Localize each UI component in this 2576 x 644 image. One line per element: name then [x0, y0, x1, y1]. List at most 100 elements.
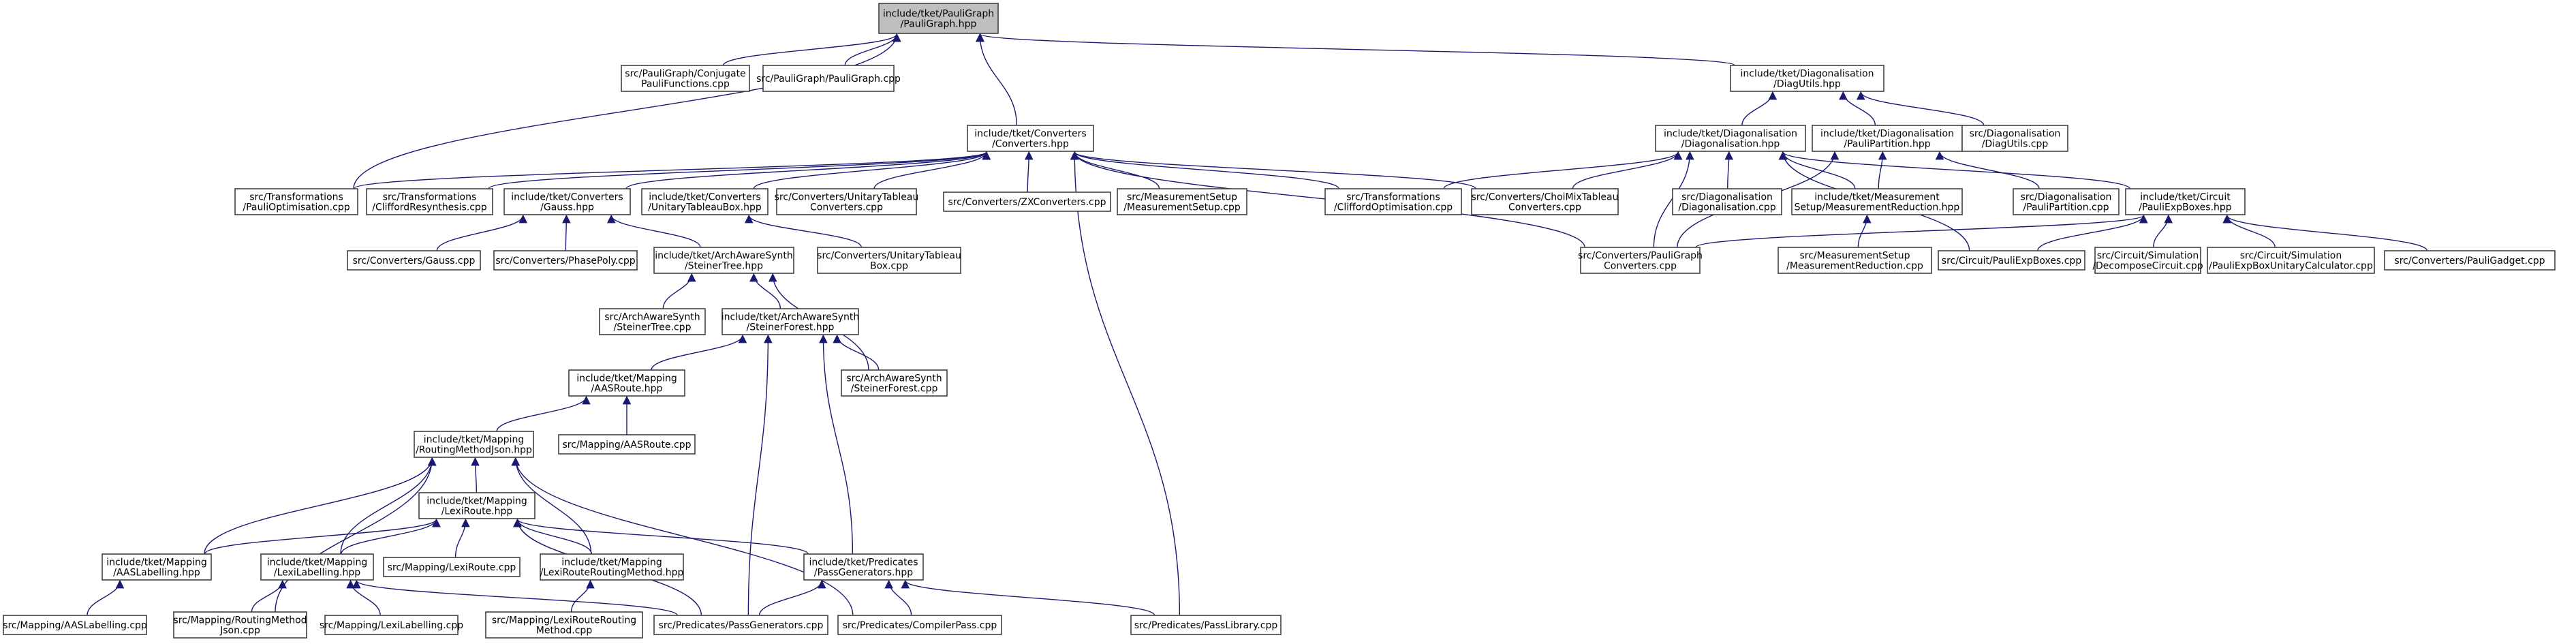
graph-node-include-tket-mapping-aasroute-hpp[interactable]: include/tket/Mapping/AASRoute.hpp	[568, 369, 685, 397]
graph-node-src-mapping-routingmethodjson-cpp[interactable]: src/Mapping/RoutingMethodJson.cpp	[173, 611, 307, 639]
edge-arrow-path	[749, 273, 781, 309]
dependency-edge	[976, 33, 1735, 66]
graph-node-include-tket-archawaresynth-steinertree-hpp[interactable]: include/tket/ArchAwareSynth/SteinerTree.…	[653, 247, 794, 274]
graph-node-src-transformations-paulioptimisation-cpp[interactable]: src/Transformations/PauliOptimisation.cp…	[234, 188, 358, 215]
dependency-edge	[1935, 151, 2040, 189]
graph-node-include-tket-converters-converters-hpp[interactable]: include/tket/Converters/Converters.hpp	[967, 125, 1094, 152]
graph-node-include-tket-measurementsetup-measurementreduction-hpp[interactable]: include/tket/MeasurementSetup/Measuremen…	[1791, 188, 1963, 215]
graph-node-include-tket-converters-gauss-hpp[interactable]: include/tket/Converters/Gauss.hpp	[503, 188, 631, 215]
node-label-line: /PauliGraph.hpp	[901, 19, 977, 30]
edge-arrow-path	[352, 579, 678, 616]
node-label-line: /Diagonalisation.cpp	[1678, 202, 1775, 213]
graph-node-include-tket-mapping-routingmethodjson-hpp[interactable]: include/tket/Mapping/RoutingMethodJson.h…	[414, 431, 534, 458]
graph-node-include-tket-archawaresynth-steinerforest-hpp[interactable]: include/tket/ArchAwareSynth/SteinerFores…	[721, 308, 859, 335]
graph-node-include-tket-diagonalisation-paulipartition-hpp[interactable]: include/tket/Diagonalisation/PauliPartit…	[1812, 125, 1963, 152]
edge-arrow-path	[353, 151, 991, 189]
edge-arrow-path	[511, 457, 854, 616]
graph-node-src-mapping-aasroute-cpp[interactable]: src/Mapping/AASRoute.cpp	[558, 434, 696, 455]
graph-node-include-tket-mapping-aaslabelling-hpp[interactable]: include/tket/Mapping/AASLabelling.hpp	[102, 553, 212, 581]
graph-node-include-tket-mapping-lexirouteroutingmethod-hpp[interactable]: include/tket/Mapping/LexiRouteRoutingMet…	[540, 553, 684, 581]
node-label-line: /UnitaryTableauBox.hpp	[648, 202, 762, 213]
dependency-edge	[1878, 151, 1887, 189]
node-label-line: /PauliPartition.hpp	[1844, 139, 1930, 150]
edge-arrow-path	[1443, 151, 1683, 189]
graph-node-include-tket-converters-unitarytableaubox-hpp[interactable]: include/tket/Converters/UnitaryTableauBo…	[641, 188, 769, 215]
graph-node-src-transformations-cliffordoptimisation-cpp[interactable]: src/Transformations/CliffordOptimisation…	[1324, 188, 1462, 215]
graph-node-src-diagonalisation-paulipartition-cpp[interactable]: src/Diagonalisation/PauliPartition.cpp	[2013, 188, 2120, 215]
graph-node-src-mapping-aaslabelling-cpp[interactable]: src/Mapping/AASLabelling.cpp	[3, 615, 147, 635]
graph-node-src-converters-gauss-cpp[interactable]: src/Converters/Gauss.cpp	[347, 250, 481, 271]
node-label-line: src/Predicates/PassGenerators.cpp	[659, 620, 824, 631]
node-label-line: /MeasurementSetup.cpp	[1123, 202, 1241, 213]
dependency-edge	[1695, 214, 2148, 248]
graph-node-src-converters-unitarytableauconverters-cpp[interactable]: src/Converters/UnitaryTableauConverters.…	[775, 188, 919, 215]
node-label-line: include/tket/Converters	[511, 192, 623, 203]
graph-node-src-pauligraph-conjugatepaulifunctions-cpp[interactable]: src/PauliGraph/ConjugatePauliFunctions.c…	[621, 65, 750, 92]
node-box	[1471, 188, 1619, 215]
edge-arrow-path	[1857, 91, 1985, 126]
graph-node-src-converters-pauligadget-cpp[interactable]: src/Converters/PauliGadget.cpp	[2384, 250, 2556, 271]
node-label-line: /SteinerForest.cpp	[851, 384, 938, 395]
node-label-line: Setup/MeasurementReduction.hpp	[1795, 202, 1960, 213]
graph-node-src-diagonalisation-diagutils-cpp[interactable]: src/Diagonalisation/DiagUtils.cpp	[1961, 125, 2068, 152]
graph-node-src-archawaresynth-steinerforest-cpp[interactable]: src/ArchAwareSynth/SteinerForest.cpp	[841, 369, 948, 397]
dependency-edge	[1070, 151, 1339, 189]
node-label-line: src/Diagonalisation	[2021, 192, 2112, 203]
edge-arrow-path	[2037, 214, 2148, 251]
graph-node-src-mapping-lexiroute-cpp[interactable]: src/Mapping/LexiRoute.cpp	[383, 557, 521, 577]
dependency-edge	[884, 579, 912, 616]
dependency-edge	[1778, 151, 1856, 189]
edge-arrow-path	[1653, 151, 1694, 248]
graph-node-src-pauligraph-pauligraph-cpp[interactable]: src/PauliGraph/PauliGraph.cpp	[756, 65, 901, 92]
node-box	[641, 188, 769, 215]
dependency-edge	[353, 33, 901, 189]
dependency-edge	[454, 518, 470, 558]
dependency-edge	[975, 33, 1017, 126]
node-label-line: /SteinerTree.hpp	[685, 261, 763, 272]
node-label-line: src/Circuit/Simulation	[2097, 251, 2199, 262]
graph-node-src-mapping-lexirouteroutingmethod-cpp[interactable]: src/Mapping/LexiRouteRoutingMethod.cpp	[485, 611, 643, 639]
node-label-line: /LexiRouteRoutingMethod.hpp	[540, 568, 684, 579]
graph-node-include-tket-circuit-pauliexpboxes-hpp[interactable]: include/tket/Circuit/PauliExpBoxes.hpp	[2125, 188, 2246, 215]
graph-node-src-converters-unitarytableaubox-cpp[interactable]: src/Converters/UnitaryTableauBox.cpp	[817, 247, 961, 274]
graph-node-src-converters-phasepoly-cpp[interactable]: src/Converters/PhasePoly.cpp	[493, 250, 638, 271]
graph-node-src-converters-zxconverters-cpp[interactable]: src/Converters/ZXConverters.cpp	[943, 191, 1111, 212]
graph-node-include-tket-mapping-lexiroute-hpp[interactable]: include/tket/Mapping/LexiRoute.hpp	[418, 492, 536, 519]
node-box	[503, 188, 631, 215]
graph-node-src-predicates-passgenerators-cpp[interactable]: src/Predicates/PassGenerators.cpp	[653, 615, 828, 635]
node-label-line: /LexiLabelling.hpp	[274, 568, 360, 579]
node-label-line: Converters.cpp	[810, 202, 883, 213]
graph-node-src-converters-choimixtableauconverters-cpp[interactable]: src/Converters/ChoiMixTableauConverters.…	[1471, 188, 1619, 215]
graph-node-src-predicates-passlibrary-cpp[interactable]: src/Predicates/PassLibrary.cpp	[1130, 615, 1282, 635]
edge-arrow-path	[353, 33, 901, 189]
dependency-edge	[562, 214, 571, 251]
graph-node-src-circuit-pauliexpboxes-cpp[interactable]: src/Circuit/PauliExpBoxes.cpp	[1938, 250, 2085, 271]
graph-node-include-tket-pauligraph-pauligraph-hpp[interactable]: include/tket/PauliGraph/PauliGraph.hpp	[878, 3, 999, 34]
node-box	[599, 308, 706, 335]
graph-node-include-tket-mapping-lexilabelling-hpp[interactable]: include/tket/Mapping/LexiLabelling.hpp	[260, 553, 374, 581]
edge-arrow-path	[758, 579, 826, 616]
graph-node-src-mapping-lexilabelling-cpp[interactable]: src/Mapping/LexiLabelling.cpp	[320, 615, 463, 635]
edge-arrow-path	[745, 214, 863, 248]
graph-node-include-tket-diagonalisation-diagonalisation-hpp[interactable]: include/tket/Diagonalisation/Diagonalisa…	[1655, 125, 1806, 152]
graph-node-src-diagonalisation-diagonalisation-cpp[interactable]: src/Diagonalisation/Diagonalisation.cpp	[1672, 188, 1782, 215]
dependency-edge	[87, 579, 125, 616]
graph-node-src-measurementsetup-measurementsetup-cpp[interactable]: src/MeasurementSetup/MeasurementSetup.cp…	[1117, 188, 1247, 215]
graph-node-src-circuit-simulation-pauliexpboxunitarycalculator-cpp[interactable]: src/Circuit/Simulation/PauliExpBoxUnitar…	[2207, 247, 2375, 274]
edge-arrow-path	[975, 33, 1017, 126]
node-label-line: src/Predicates/CompilerPass.cpp	[843, 620, 997, 631]
graph-node-src-circuit-simulation-decomposecircuit-cpp[interactable]: src/Circuit/Simulation/DecomposeCircuit.…	[2092, 247, 2203, 274]
graph-node-src-transformations-cliffordresynthesis-cpp[interactable]: src/Transformations/CliffordResynthesis.…	[366, 188, 493, 215]
graph-node-src-archawaresynth-steinertree-cpp[interactable]: src/ArchAwareSynth/SteinerTree.cpp	[599, 308, 706, 335]
dependency-edge	[204, 518, 441, 555]
node-label-line: /SteinerTree.cpp	[614, 322, 692, 333]
node-label-line: /PauliPartition.cpp	[2023, 202, 2109, 213]
graph-node-src-predicates-compilerpass-cpp[interactable]: src/Predicates/CompilerPass.cpp	[837, 615, 1002, 635]
graph-node-include-tket-predicates-passgenerators-hpp[interactable]: include/tket/Predicates/PassGenerators.h…	[803, 553, 924, 581]
node-label-line: src/Converters/PauliGadget.cpp	[2394, 256, 2545, 266]
edge-arrow-path	[1839, 91, 1876, 126]
graph-node-src-measurementsetup-measurementreduction-cpp[interactable]: src/MeasurementSetup/MeasurementReductio…	[1778, 247, 1932, 274]
graph-node-include-tket-diagonalisation-diagutils-hpp[interactable]: include/tket/Diagonalisation/DiagUtils.h…	[1730, 65, 1884, 92]
node-box	[762, 65, 895, 92]
